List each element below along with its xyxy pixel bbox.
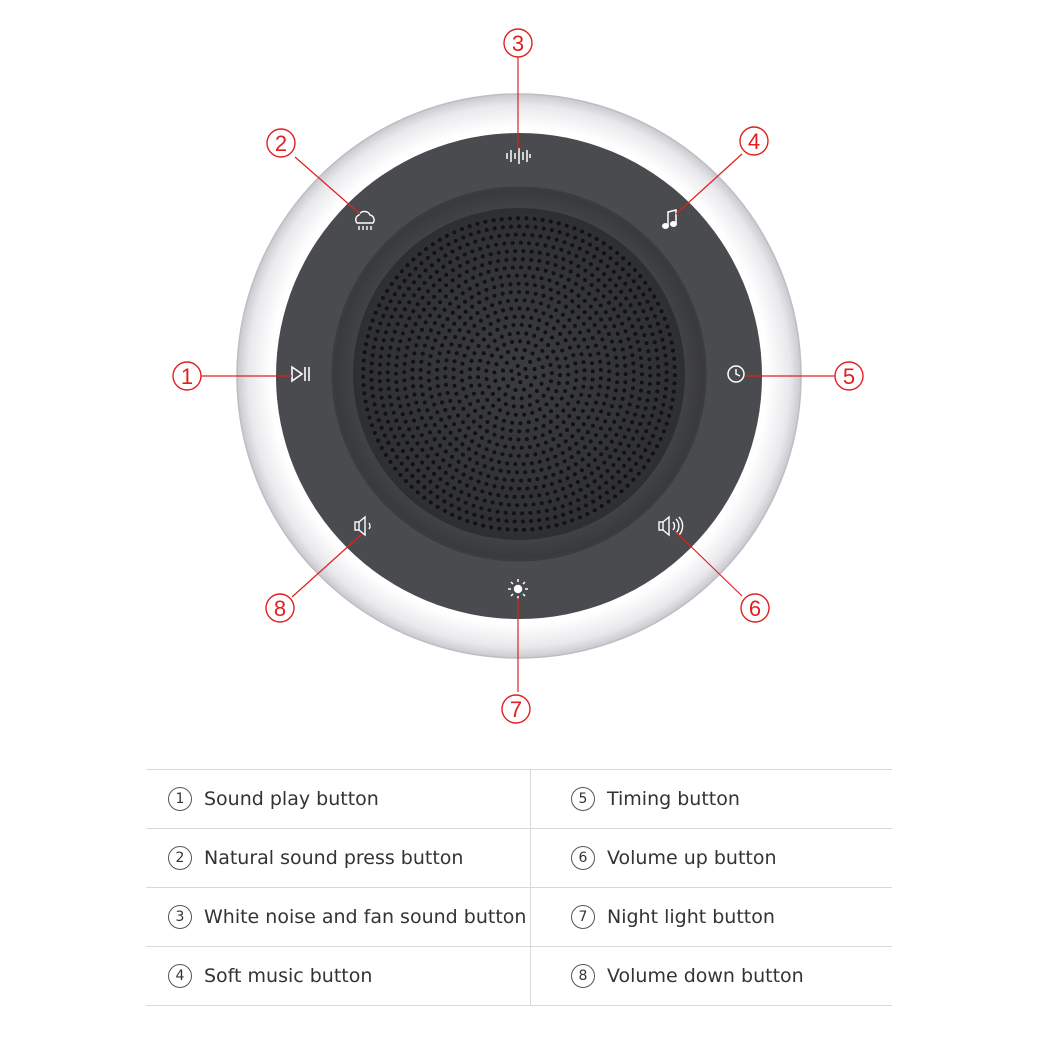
legend-item-5: 5 Timing button (530, 769, 892, 829)
legend-row: 3 White noise and fan sound button 7 Night… (146, 887, 892, 947)
callout-number: 3 (512, 31, 524, 56)
callout-8: 8 (265, 593, 295, 623)
callout-number: 6 (749, 596, 761, 621)
legend-row: 4 Soft music button 8 Volume down button (146, 946, 892, 1006)
callout-number: 7 (510, 697, 522, 722)
callout-6: 6 (740, 593, 770, 623)
callout-number: 1 (181, 364, 193, 389)
legend-number: 8 (571, 964, 595, 988)
play-pause-icon[interactable] (291, 365, 310, 383)
volume-down-icon[interactable] (354, 515, 371, 537)
legend-item-8: 8 Volume down button (530, 946, 892, 1006)
legend-label: Volume down button (607, 965, 804, 987)
legend-label: Natural sound press button (204, 847, 464, 869)
rain-cloud-icon[interactable] (355, 210, 375, 230)
leader-line-4 (675, 153, 743, 215)
legend-label: White noise and fan sound button (204, 906, 527, 928)
leader-line-2 (294, 156, 361, 215)
legend-label: Soft music button (204, 965, 373, 987)
legend-item-1: 1 Sound play button (146, 769, 531, 829)
sound-wave-icon[interactable] (506, 148, 531, 164)
volume-up-icon[interactable] (658, 515, 684, 537)
white-noise-machine (236, 93, 802, 659)
legend-row: 2 Natural sound press button 6 Volume up b… (146, 828, 892, 888)
legend-label: Volume up button (607, 847, 777, 869)
legend-item-6: 6 Volume up button (530, 828, 892, 888)
callouts: 1 2 3 4 5 6 7 8 (172, 28, 864, 724)
legend-label: Sound play button (204, 788, 379, 810)
legend-item-4: 4 Soft music button (146, 946, 531, 1006)
clock-icon[interactable] (727, 365, 745, 383)
callout-number: 8 (274, 596, 286, 621)
legend-number: 5 (571, 787, 595, 811)
callout-number: 5 (843, 364, 855, 389)
leader-line-8 (291, 533, 363, 598)
legend-number: 1 (168, 787, 192, 811)
callout-number: 2 (275, 131, 287, 156)
legend-number: 2 (168, 846, 192, 870)
legend-item-3: 3 White noise and fan sound button (146, 887, 531, 947)
callout-5: 5 (834, 361, 864, 391)
legend-number: 7 (571, 905, 595, 929)
legend-label: Night light button (607, 906, 775, 928)
legend-number: 3 (168, 905, 192, 929)
legend-number: 6 (571, 846, 595, 870)
leader-lines (201, 57, 835, 692)
legend-row: 1 Sound play button 5 Timing button (146, 769, 892, 829)
button-legend-table: 1 Sound play button 5 Timing button 2 Natur… (146, 769, 892, 1006)
speaker-holes (361, 216, 677, 532)
callout-number: 4 (748, 129, 760, 154)
callout-4: 4 (739, 126, 769, 156)
leader-line-6 (675, 531, 743, 597)
callout-3: 3 (503, 28, 533, 58)
sun-icon[interactable] (508, 579, 528, 599)
music-note-icon[interactable] (661, 209, 678, 229)
legend-label: Timing button (607, 788, 740, 810)
callout-1: 1 (172, 361, 202, 391)
product-diagram: 1 2 3 4 5 6 7 8 (172, 28, 864, 724)
legend-item-7: 7 Night light button (530, 887, 892, 947)
callout-7: 7 (501, 694, 531, 724)
callout-2: 2 (266, 128, 296, 158)
legend-number: 4 (168, 964, 192, 988)
legend-item-2: 2 Natural sound press button (146, 828, 531, 888)
